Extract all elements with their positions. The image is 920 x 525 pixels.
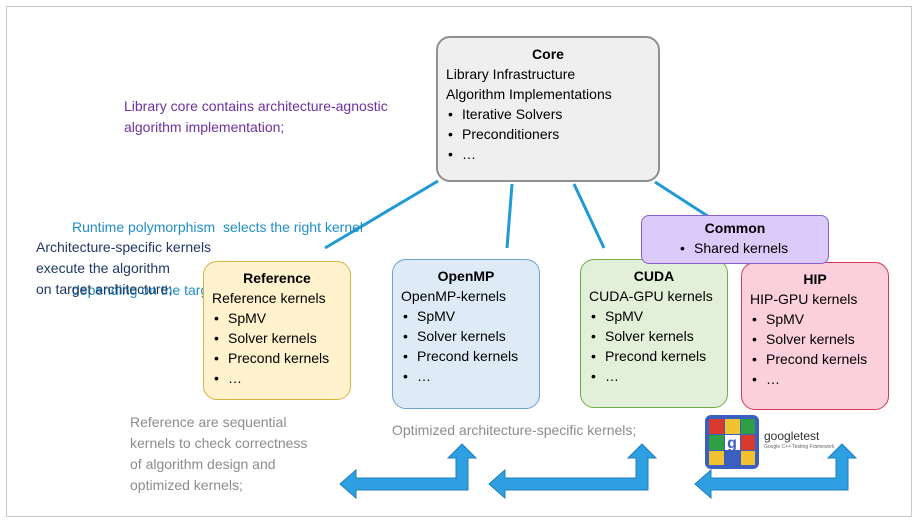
hip-subtitle: HIP-GPU kernels <box>750 291 858 307</box>
common-box: Common Shared kernels <box>641 215 829 264</box>
reference-list: SpMV Solver kernels Precond kernels … <box>212 308 342 388</box>
reference-subtitle: Reference kernels <box>212 290 326 306</box>
openmp-list-item: Solver kernels <box>401 326 531 346</box>
kernels-note-line: on target architecture; <box>36 281 173 297</box>
hip-list-item: … <box>750 369 880 389</box>
core-note-line: algorithm implementation; <box>124 119 285 135</box>
reference-title: Reference <box>243 270 311 286</box>
connector-core-cuda <box>572 183 606 249</box>
openmp-list-item: Precond kernels <box>401 346 531 366</box>
arrow-hip-to-cuda <box>694 443 858 500</box>
core-line: Library Infrastructure <box>446 66 576 82</box>
connector-core-reference <box>324 179 439 250</box>
cuda-list-item: Precond kernels <box>589 346 719 366</box>
common-list: Shared kernels <box>650 238 820 258</box>
kernels-note-line: execute the algorithm <box>36 260 170 276</box>
googletest-cube-icon: g <box>705 415 759 469</box>
openmp-title: OpenMP <box>437 268 495 284</box>
openmp-list-item: … <box>401 366 531 386</box>
hip-list-item: Precond kernels <box>750 349 880 369</box>
optimized-note: Optimized architecture-specific kernels; <box>392 422 637 438</box>
cuda-subtitle: CUDA-GPU kernels <box>589 288 713 304</box>
hip-title: HIP <box>803 271 827 287</box>
core-line: Algorithm Implementations <box>446 86 612 102</box>
polymorphism-note-line: Runtime polymorphism selects the right k… <box>72 219 364 235</box>
reference-note-line: optimized kernels; <box>130 477 243 493</box>
reference-list-item: Solver kernels <box>212 328 342 348</box>
svg-text:g: g <box>727 435 737 452</box>
arrow-openmp-to-reference <box>339 443 478 500</box>
hip-box: HIP HIP-GPU kernels SpMV Solver kernels … <box>741 262 889 410</box>
cuda-title: CUDA <box>633 268 675 284</box>
reference-box: Reference Reference kernels SpMV Solver … <box>203 261 351 400</box>
core-note-line: Library core contains architecture-agnos… <box>124 98 388 114</box>
hip-list: SpMV Solver kernels Precond kernels … <box>750 309 880 389</box>
common-list-item: Shared kernels <box>678 238 820 258</box>
openmp-box: OpenMP OpenMP-kernels SpMV Solver kernel… <box>392 259 540 409</box>
googletest-logo: g googletest Google C++ Testing Framewor… <box>703 413 853 473</box>
hip-list-item: Solver kernels <box>750 329 880 349</box>
cuda-list-item: … <box>589 366 719 386</box>
arrow-cuda-to-openmp <box>488 443 658 500</box>
openmp-list: SpMV Solver kernels Precond kernels … <box>401 306 531 386</box>
core-list: Iterative Solvers Preconditioners … <box>446 104 650 164</box>
core-list-item: Preconditioners <box>446 124 650 144</box>
openmp-list-item: SpMV <box>401 306 531 326</box>
cuda-list: SpMV Solver kernels Precond kernels … <box>589 306 719 386</box>
kernels-note-line: Architecture-specific kernels <box>36 239 212 255</box>
reference-note-line: kernels to check correctness <box>130 435 308 451</box>
core-note: Library core contains architecture-agnos… <box>124 96 388 138</box>
core-title: Core <box>532 46 564 62</box>
common-title: Common <box>704 220 766 236</box>
cuda-box: CUDA CUDA-GPU kernels SpMV Solver kernel… <box>580 259 728 408</box>
kernels-note: Architecture-specific kernels execute th… <box>36 237 211 300</box>
reference-note: Reference are sequential kernels to chec… <box>130 412 307 496</box>
hip-list-item: SpMV <box>750 309 880 329</box>
core-list-item: Iterative Solvers <box>446 104 650 124</box>
reference-list-item: Precond kernels <box>212 348 342 368</box>
polymorphism-note: Runtime polymorphism selects the right k… <box>72 175 363 322</box>
diagram-frame <box>6 6 912 517</box>
reference-list-item: SpMV <box>212 308 342 328</box>
openmp-subtitle: OpenMP-kernels <box>401 288 507 304</box>
googletest-tagline: Google C++ Testing Framework <box>764 444 835 450</box>
connector-core-openmp <box>505 183 514 249</box>
cuda-list-item: SpMV <box>589 306 719 326</box>
reference-list-item: … <box>212 368 342 388</box>
googletest-wordmark: googletest <box>764 429 820 443</box>
core-box: Core Library Infrastructure Algorithm Im… <box>436 36 660 182</box>
core-list-item: … <box>446 144 650 164</box>
reference-note-line: Reference are sequential <box>130 414 287 430</box>
reference-note-line: of algorithm design and <box>130 456 276 472</box>
cuda-list-item: Solver kernels <box>589 326 719 346</box>
